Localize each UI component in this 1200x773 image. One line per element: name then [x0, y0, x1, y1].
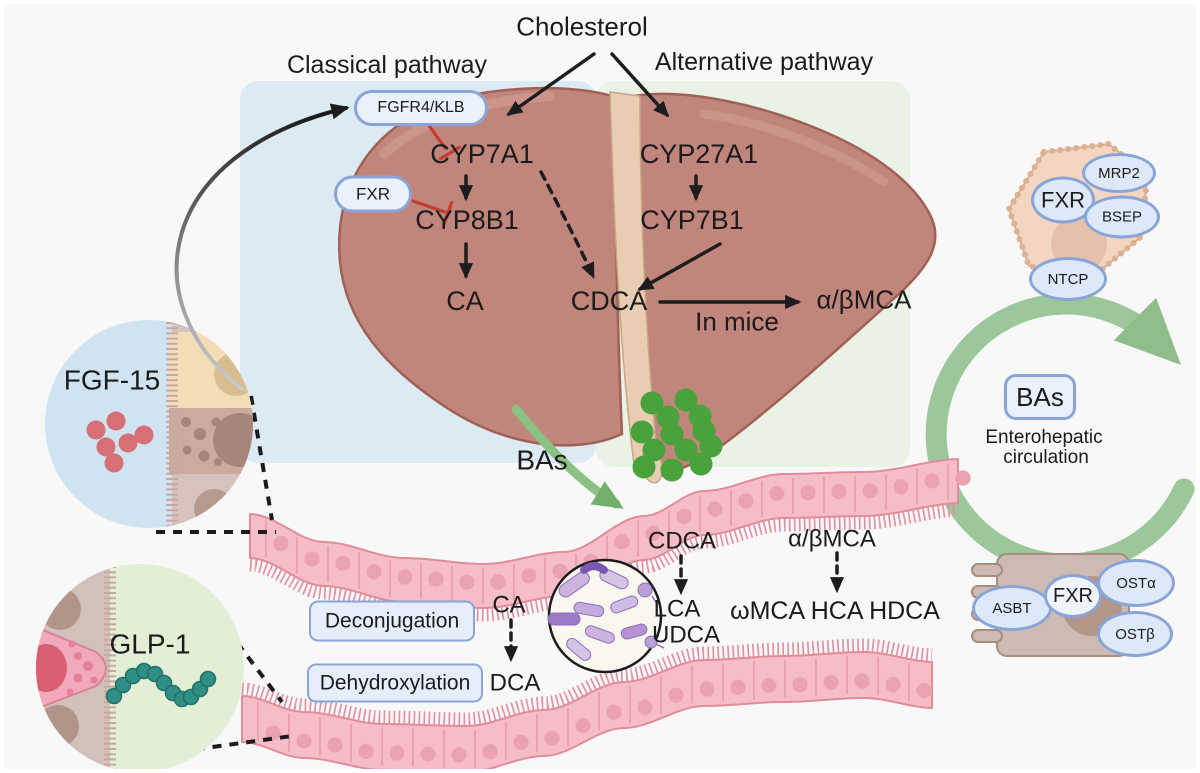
- cholesterol-to-classical-arrow: [506, 52, 596, 116]
- glp1-label: GLP-1: [109, 628, 191, 660]
- cyp8b1-label: CYP8B1: [415, 204, 519, 235]
- cdca-liver-label: CDCA: [570, 285, 648, 316]
- abmca-lumen-label: α/βMCA: [788, 525, 876, 553]
- fxr-liver-label: FXR: [356, 184, 390, 203]
- reaction-arrows: [458, 52, 845, 663]
- bile-acid-dots: [630, 388, 723, 482]
- ost-alpha-label: OSTα: [1116, 574, 1156, 592]
- intestine-lower-epithelium: [241, 638, 933, 769]
- fgf15-molecules: [86, 411, 154, 473]
- ost-beta-label: OSTβ: [1115, 625, 1155, 643]
- circulation-caption-line1: Enterohepatic: [985, 427, 1103, 449]
- fxr-enterocyte: FXR: [1044, 574, 1102, 618]
- bas-circulation-label: BAs: [1016, 381, 1064, 412]
- figure-artwork: [36, 52, 1195, 769]
- udca-label: UDCA: [651, 621, 721, 649]
- ca-lumen-label: CA: [492, 591, 526, 619]
- ost-beta-transporter: OSTβ: [1097, 611, 1173, 657]
- cholesterol-to-alternative-arrow: [610, 52, 670, 118]
- dehydroxylation-label: Dehydroxylation: [319, 671, 471, 694]
- ost-alpha-transporter: OSTα: [1097, 559, 1175, 607]
- microbiota-circle: [547, 558, 665, 674]
- secondary-mca-label: ωMCA HCA HDCA: [730, 597, 940, 625]
- bas-circulation-box: BAs: [1004, 374, 1076, 420]
- cyp7b1-to-cdca-arrow: [637, 242, 722, 291]
- fxr-enterocyte-label: FXR: [1053, 584, 1093, 607]
- abmca-liver-label: α/βMCA: [816, 284, 912, 315]
- alternative-pathway-label: Alternative pathway: [654, 48, 874, 76]
- ntcp-transporter: NTCP: [1029, 257, 1107, 301]
- bile-flow-arrow: [511, 404, 624, 509]
- liver-illustration: [338, 86, 937, 484]
- cyp7a1-label: CYP7A1: [430, 138, 534, 169]
- bas-flow-label: BAs: [516, 444, 568, 476]
- asbt-label: ASBT: [992, 599, 1032, 617]
- fgfr4-klb-receptor: FGFR4/KLB: [354, 90, 488, 126]
- in-mice-label: In mice: [695, 306, 779, 337]
- cdca-lumen-label: CDCA: [647, 527, 717, 555]
- deconjugation-label: Deconjugation: [324, 609, 460, 632]
- mrp2-label: MRP2: [1098, 164, 1140, 182]
- fgf15-label: FGF-15: [63, 364, 161, 396]
- cyp27a1-label: CYP27A1: [639, 138, 759, 169]
- inhibition-tbars: [411, 122, 461, 225]
- cyp7a1-to-cdca-dashed-arrow: [539, 170, 595, 279]
- fxr-hepatocyte-label: FXR: [1041, 187, 1085, 212]
- bsep-transporter: BSEP: [1084, 195, 1160, 239]
- cyp7b1-label: CYP7B1: [640, 204, 744, 235]
- ntcp-label: NTCP: [1047, 270, 1089, 288]
- dehydroxylation-box: Dehydroxylation: [307, 663, 483, 703]
- dca-label: DCA: [489, 669, 541, 697]
- mrp2-transporter: MRP2: [1082, 153, 1156, 193]
- bsep-label: BSEP: [1101, 208, 1143, 226]
- fgf15-to-fgfr4-arrow: [174, 103, 350, 391]
- fgf15-circle: [45, 320, 253, 528]
- fgfr4-klb-label: FGFR4/KLB: [377, 99, 465, 116]
- glp1-peptide-beads: [105, 662, 217, 708]
- asbt-transporter: ASBT: [972, 585, 1052, 631]
- classical-pathway-label: Classical pathway: [286, 51, 488, 79]
- deconjugation-box: Deconjugation: [309, 600, 475, 642]
- cholesterol-label: Cholesterol: [516, 11, 648, 42]
- glp1-circle: [36, 564, 244, 769]
- liver-highlight-right: [699, 109, 889, 187]
- lca-label: LCA: [653, 595, 701, 623]
- fxr-liver-pill: FXR: [334, 175, 412, 213]
- ca-liver-label: CA: [446, 285, 484, 316]
- circulation-caption-line2: circulation: [1003, 447, 1089, 469]
